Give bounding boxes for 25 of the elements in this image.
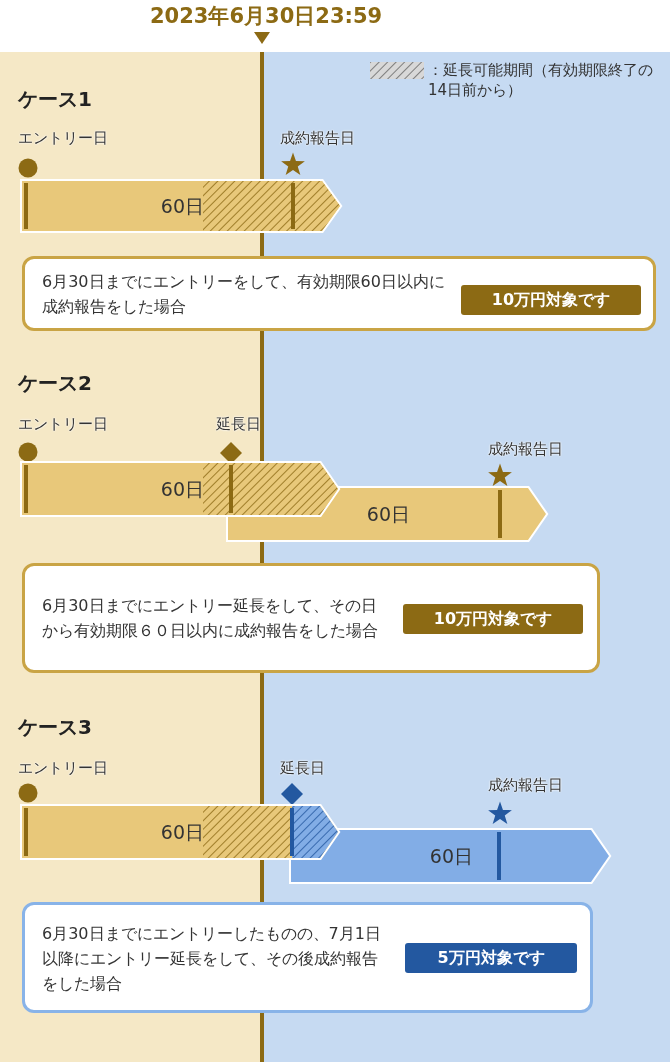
legend-text: ：延長可能期間（有効期限終了の14日前から） — [428, 60, 654, 100]
marker-label: 延長日 — [216, 415, 261, 434]
amount-badge: 5万円対象です — [405, 943, 577, 973]
marker-label: エントリー日 — [18, 415, 108, 434]
amount-badge: 10万円対象です — [461, 285, 641, 315]
duration-label: 60日 — [428, 844, 473, 868]
condition-card — [22, 256, 656, 331]
condition-card — [22, 902, 593, 1013]
deadline-date: 2023年6月30日23:59 — [150, 3, 383, 30]
condition-card — [22, 563, 600, 673]
duration-label: 60日 — [365, 502, 410, 526]
marker-label: エントリー日 — [18, 759, 108, 778]
condition-text: 6月30日までにエントリーをして、有効期限60日以内に成約報告をした場合 — [42, 270, 446, 318]
condition-text: 6月30日までにエントリーしたものの、7月1日以降にエントリー延長をして、その後成約報告をした場合 — [42, 922, 382, 994]
condition-text: 6月30日までにエントリー延長をして、その日から有効期限６０日以内に成約報告をした場合 — [42, 595, 379, 642]
case-heading: ケース2 — [18, 370, 92, 397]
amount-badge: 10万円対象です — [403, 604, 583, 634]
marker-label: 延長日 — [280, 759, 325, 778]
case-heading: ケース1 — [18, 86, 92, 113]
duration-label: 60日 — [159, 477, 204, 501]
case-heading: ケース3 — [18, 714, 92, 741]
marker-label: エントリー日 — [18, 129, 108, 148]
duration-label: 60日 — [159, 820, 204, 844]
marker-label: 成約報告日 — [280, 129, 355, 148]
duration-label: 60日 — [159, 194, 204, 218]
